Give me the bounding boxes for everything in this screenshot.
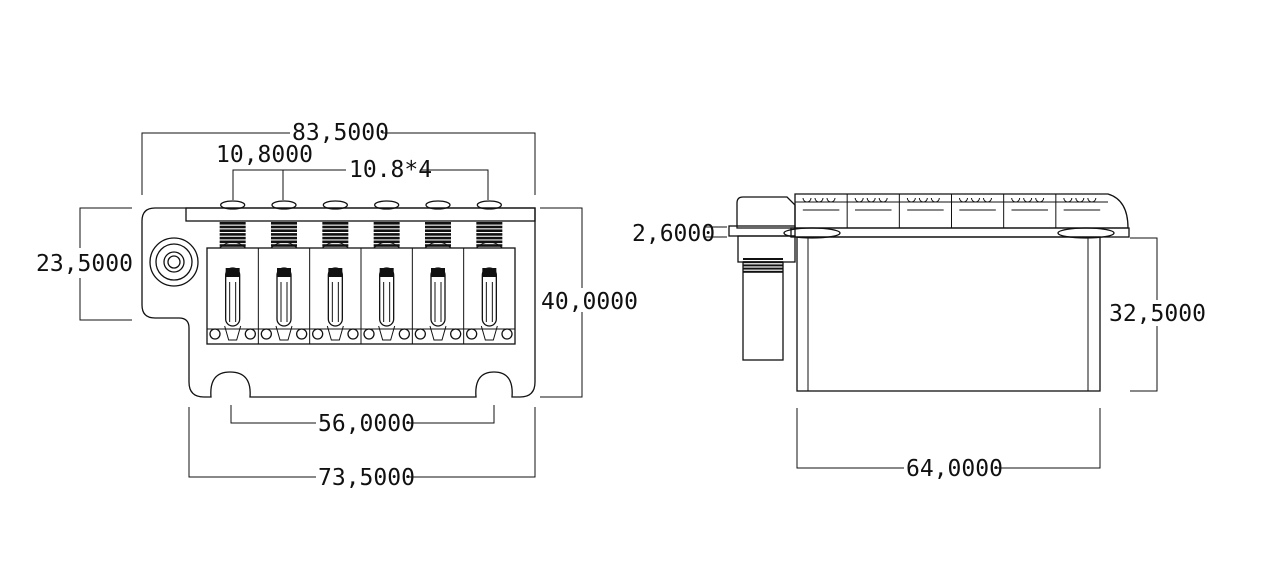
intonation-spring <box>373 222 401 249</box>
intonation-spring <box>475 222 503 249</box>
tremolo-block <box>796 236 1101 392</box>
dim-stud-spacing: 56,0000 <box>230 405 495 437</box>
dim-screw-offset: 2,6000 <box>632 221 727 247</box>
saddles-group <box>209 200 513 344</box>
dim-block-width: 64,0000 <box>796 408 1101 482</box>
saddle <box>309 200 359 344</box>
dim-saddle-spacing-x4-label: 10.8*4 <box>349 157 432 183</box>
intonation-spring <box>424 222 452 249</box>
side-saddles <box>802 194 1101 228</box>
saddle <box>411 200 462 344</box>
springs-group <box>219 222 503 249</box>
arm-socket <box>736 196 796 229</box>
bridge-side-view <box>728 193 1130 392</box>
screw-thread <box>743 258 783 273</box>
side-saddle <box>898 194 944 228</box>
dim-height-right: 40,0000 <box>540 207 638 398</box>
dim-screw-offset-label: 2,6000 <box>632 221 715 247</box>
side-saddle <box>1003 194 1049 228</box>
side-saddle <box>951 194 996 228</box>
intonation-spring <box>270 222 298 249</box>
bridge-baseplate-outline <box>141 207 536 398</box>
dim-saddle-spacing: 10,8000 10.8*4 <box>216 142 489 200</box>
dim-base-width: 73,5000 <box>188 407 536 491</box>
dim-height-right-label: 40,0000 <box>541 289 638 315</box>
dim-stud-spacing-label: 56,0000 <box>318 411 415 437</box>
side-saddle <box>846 194 892 228</box>
saddle <box>463 200 513 344</box>
saddle <box>257 200 308 344</box>
dim-height-left: 23,5000 <box>36 207 133 321</box>
bridge-top-strip <box>185 207 536 222</box>
side-saddle <box>1055 194 1101 228</box>
bridge-top-view <box>141 200 536 398</box>
saddle <box>209 200 256 341</box>
saddle <box>360 200 410 344</box>
arm-screw <box>742 261 784 361</box>
side-saddle <box>802 197 840 211</box>
intonation-spring <box>321 222 349 249</box>
side-top-plate <box>794 193 1129 229</box>
dim-block-height-label: 32,5000 <box>1109 301 1206 327</box>
dim-saddle-spacing-label: 10,8000 <box>216 142 313 168</box>
dim-height-left-label: 23,5000 <box>36 251 133 277</box>
dim-overall-width-label: 83,5000 <box>292 120 389 146</box>
dim-block-height: 32,5000 <box>1109 237 1206 392</box>
intonation-spring <box>219 222 247 249</box>
dim-block-width-label: 64,0000 <box>906 456 1003 482</box>
side-base-rail <box>790 227 1130 238</box>
dim-base-width-label: 73,5000 <box>318 465 415 491</box>
dim-overall-width: 83,5000 <box>141 120 536 195</box>
mounting-hole <box>149 237 199 287</box>
